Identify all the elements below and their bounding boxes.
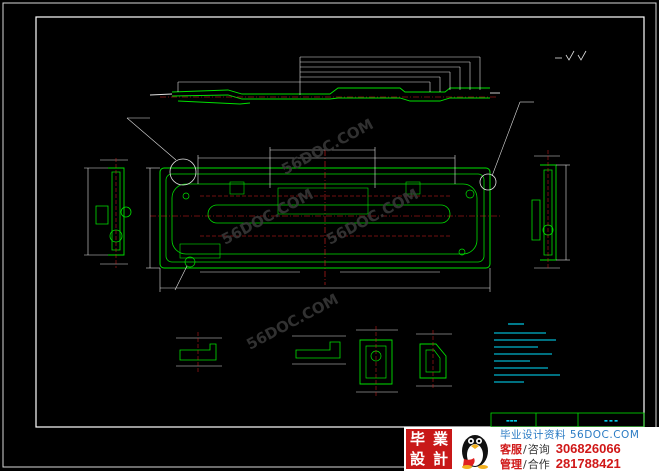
surface-finish-mark	[555, 50, 587, 61]
main-plan-view	[126, 101, 534, 292]
right-section-view	[531, 150, 570, 270]
watermark-text: 56DOC.COM	[218, 185, 316, 249]
detail-view-a	[176, 332, 222, 372]
contact-label: 客服	[500, 442, 522, 456]
watermark-layer: 56DOC.COM 56DOC.COM 56DOC.COM 56DOC.COM	[218, 115, 421, 354]
detail-view-d	[416, 330, 452, 390]
watermark-text: 56DOC.COM	[243, 290, 341, 354]
svg-text:▬ ▬ ▬: ▬ ▬ ▬	[604, 418, 618, 423]
contact-separator: /	[523, 457, 527, 471]
logo-char: 計	[432, 450, 448, 468]
watermark-text: 56DOC.COM	[278, 115, 376, 179]
inner-frame	[35, 16, 645, 428]
contact-number: 306826066	[555, 440, 621, 456]
site-logo: 毕 業 設 計	[406, 429, 452, 469]
penguin-mascot-icon	[462, 435, 488, 469]
left-section-view	[84, 158, 132, 268]
contact-separator: /	[523, 442, 527, 456]
logo-char: 業	[432, 430, 448, 448]
technical-notes	[494, 323, 560, 383]
title-block-text: ▬▬▬ ▬ ▬ ▬	[506, 418, 618, 423]
logo-char: 設	[409, 450, 425, 468]
svg-text:▬▬▬: ▬▬▬	[506, 418, 518, 423]
contact-row-service: 客服 / 咨询 306826066	[500, 440, 659, 457]
site-banner: 毕 業 設 計 毕业设计资料 56DOC.COM 客服 / 咨询 3068260…	[404, 427, 659, 471]
top-side-view	[149, 56, 500, 105]
detail-view-b	[292, 335, 346, 365]
watermark-text: 56DOC.COM	[323, 185, 421, 249]
contact-row-management: 管理 / 合作 281788421	[500, 455, 659, 471]
contact-label-secondary: 咨询	[527, 442, 550, 456]
contact-number: 281788421	[555, 455, 621, 471]
contact-label-secondary: 合作	[527, 457, 550, 471]
detail-view-c	[356, 326, 398, 396]
contact-label: 管理	[500, 457, 522, 471]
banner-contact-info: 毕业设计资料 56DOC.COM 客服 / 咨询 306826066 管理 / …	[500, 427, 659, 471]
site-name: 毕业设计资料 56DOC.COM	[500, 428, 640, 441]
logo-char: 毕	[409, 430, 425, 448]
